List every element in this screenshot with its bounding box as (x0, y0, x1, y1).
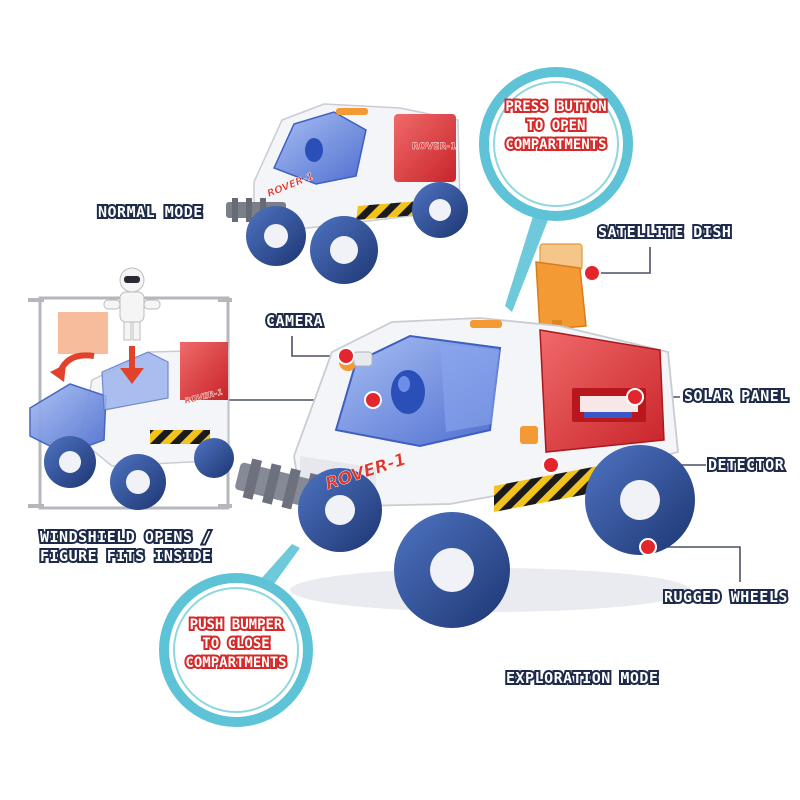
wheels-line (648, 546, 741, 582)
satellite-dot (583, 264, 601, 282)
satellite-dish-label: SATELLITE DISH (596, 221, 733, 243)
push-bumper-bubble (159, 573, 313, 727)
exploration-mode-label: EXPLORATION MODE (504, 667, 660, 689)
press-button-line-1: PRESS BUTTON (503, 97, 608, 117)
normal-mode-rover (226, 103, 468, 284)
detector-dot (542, 456, 560, 474)
windshield-label-line-1: WINDSHIELD OPENS / (38, 526, 213, 548)
camera-label: CAMERA (264, 310, 325, 332)
pointer-dots (337, 264, 657, 556)
wheels-dot (639, 538, 657, 556)
push-bumper-line-2: TO CLOSE (200, 634, 271, 654)
camera-dot (337, 347, 355, 365)
push-bumper-line-1: PUSH BUMPER (188, 615, 285, 635)
press-button-line-2: TO OPEN (524, 116, 587, 136)
push-bumper-line-3: COMPARTMENTS (183, 653, 288, 673)
detector-label: DETECTOR (706, 454, 786, 476)
solar-panel-label: SOLAR PANEL (682, 385, 790, 407)
windshield-label: WINDSHIELD OPENS / FIGURE FITS INSIDE (38, 526, 213, 567)
inset-rover (29, 267, 234, 510)
press-bubble-pointer (505, 200, 555, 312)
press-button-line-3: COMPARTMENTS (503, 135, 608, 155)
press-button-text: PRESS BUTTON TO OPEN COMPARTMENTS (494, 97, 618, 155)
press-button-bubble (479, 67, 633, 221)
camera-line (291, 336, 344, 357)
solar-dot (626, 388, 644, 406)
windshield-dot (364, 391, 382, 409)
satellite-line (592, 247, 651, 274)
normal-rover-side-logo: ROVER-1 (412, 142, 457, 152)
windshield-label-line-2: FIGURE FITS INSIDE (38, 545, 213, 567)
push-bumper-text: PUSH BUMPER TO CLOSE COMPARTMENTS (174, 615, 298, 673)
normal-mode-label: NORMAL MODE (96, 201, 204, 223)
rugged-wheels-label: RUGGED WHEELS (662, 586, 789, 608)
exploration-mode-rover (235, 243, 695, 628)
